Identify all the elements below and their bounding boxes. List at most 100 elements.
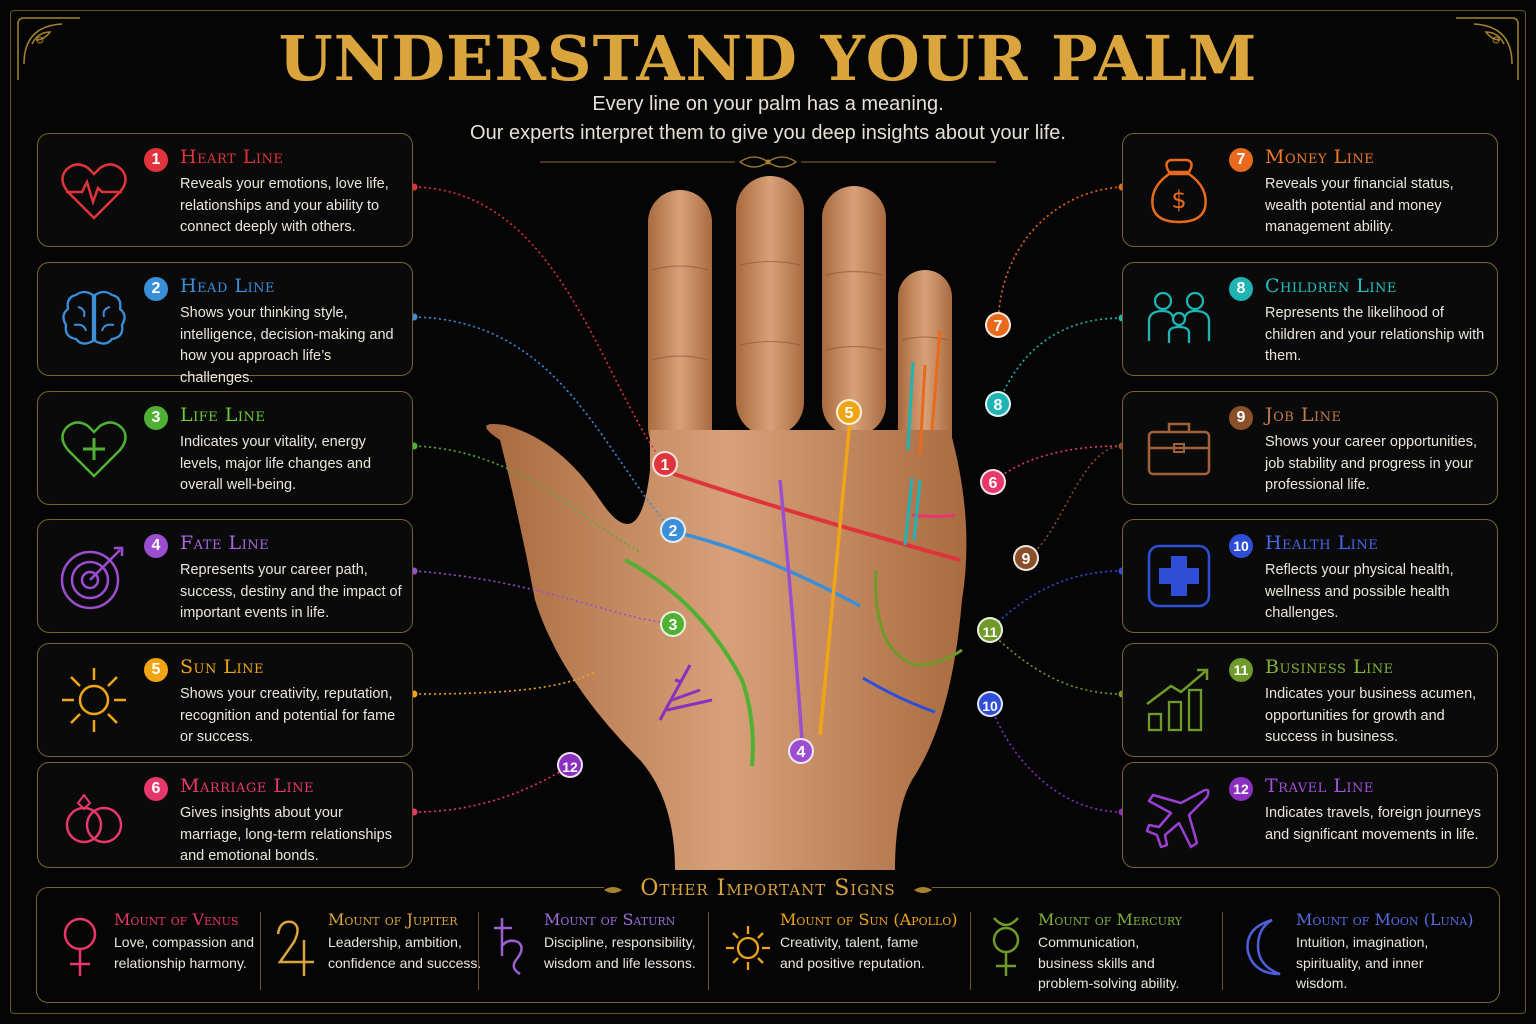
palm-marker-8: 8	[985, 391, 1011, 417]
card-fate-line: 4 Fate Line Represents your career path,…	[37, 519, 413, 633]
card-title: Job Line	[1265, 404, 1342, 426]
card-number-badge: 4	[144, 534, 168, 558]
mount-description: Leadership, ambition, confidence and suc…	[328, 934, 482, 971]
mount-description: Creativity, talent, fame and positive re…	[780, 934, 925, 971]
jupiter-symbol-icon	[276, 920, 314, 976]
mount-title: Mount of Jupiter	[328, 910, 458, 929]
card-title: Fate Line	[180, 532, 270, 554]
page-subtitle-line-1: Every line on your palm has a meaning.	[592, 93, 944, 115]
crescent-moon-icon	[1246, 918, 1281, 976]
venus-symbol-icon	[63, 917, 97, 976]
card-description: Reflects your physical health, wellness …	[1265, 562, 1454, 621]
sun-icon	[726, 926, 770, 970]
airplane-icon	[1145, 788, 1210, 849]
card-title: Heart Line	[180, 146, 284, 168]
card-title: Money Line	[1265, 146, 1375, 168]
card-description: Represents your career path, success, de…	[180, 562, 402, 621]
palm-marker-11: 11	[977, 617, 1003, 643]
saturn-symbol-icon	[494, 918, 523, 976]
card-job-line: 9 Job Line Shows your career opportuniti…	[1122, 391, 1498, 505]
mount-jupiter: Mount of Jupiter Leadership, ambition, c…	[272, 908, 482, 998]
palm-marker-10: 10	[977, 691, 1003, 717]
card-travel-line: 12 Travel Line Indicates travels, foreig…	[1122, 762, 1498, 868]
card-number-badge: 11	[1229, 658, 1253, 682]
card-heart-line: 1 Heart Line Reveals your emotions, love…	[37, 133, 413, 247]
card-title: Children Line	[1265, 275, 1397, 297]
mount-title: Mount of Venus	[114, 910, 239, 929]
mercury-symbol-icon	[992, 917, 1020, 976]
card-title: Marriage Line	[180, 775, 314, 797]
title-flourish-right-icon	[914, 887, 932, 893]
card-number-badge: 3	[144, 406, 168, 430]
card-title: Sun Line	[180, 656, 265, 678]
mount-title: Mount of Moon (Luna)	[1296, 910, 1474, 929]
palm-marker-9: 9	[1013, 545, 1039, 571]
mount-separator	[970, 912, 971, 990]
target-arrow-icon	[60, 546, 124, 610]
card-title: Head Line	[180, 275, 276, 297]
card-number-badge: 5	[144, 658, 168, 682]
page-subtitle-line-2: Our experts interpret them to give you d…	[470, 122, 1066, 144]
card-life-line: 3 Life Line Indicates your vitality, ene…	[37, 391, 413, 505]
card-title: Life Line	[180, 404, 266, 426]
growth-chart-icon	[1146, 668, 1209, 732]
heart-plus-icon	[61, 421, 127, 478]
mount-sun: Mount of Sun (Apollo) Creativity, talent…	[724, 908, 974, 998]
money-bag-icon: $	[1151, 158, 1207, 224]
palm-marker-12: 12	[557, 752, 583, 778]
palm-marker-2: 2	[660, 517, 686, 543]
palm-marker-4: 4	[788, 738, 814, 764]
card-description: Shows your thinking style, intelligence,…	[180, 305, 394, 386]
mount-description: Discipline, responsibility, wisdom and l…	[544, 934, 696, 971]
mount-venus: Mount of Venus Love, compassion and rela…	[58, 908, 258, 998]
card-number-badge: 8	[1229, 277, 1253, 301]
corner-ornament-top-left-icon	[17, 17, 80, 80]
palm-marker-7: 7	[985, 312, 1011, 338]
card-money-line: $ 7 Money Line Reveals your financial st…	[1122, 133, 1498, 247]
brain-icon	[62, 290, 126, 345]
card-description: Reveals your financial status, wealth po…	[1265, 176, 1454, 235]
card-description: Shows your creativity, reputation, recog…	[180, 686, 396, 745]
mount-separator	[708, 912, 709, 990]
card-number-badge: 2	[144, 277, 168, 301]
title-divider-ornament-icon	[540, 156, 996, 168]
mount-saturn: Mount of Saturn Discipline, responsibili…	[488, 908, 708, 998]
card-marriage-line: 6 Marriage Line Gives insights about you…	[37, 762, 413, 868]
card-number-badge: 10	[1229, 534, 1253, 558]
heart-pulse-icon	[61, 163, 127, 220]
card-business-line: 11 Business Line Indicates your business…	[1122, 643, 1498, 757]
other-signs-title: Other Important Signs	[640, 876, 896, 901]
sun-icon	[62, 668, 126, 732]
card-number-badge: 6	[144, 777, 168, 801]
card-description: Shows your career opportunities, job sta…	[1265, 434, 1477, 493]
page-title: UNDERSTAND YOUR PALM	[278, 22, 1258, 95]
card-description: Indicates travels, foreign journeys and …	[1265, 805, 1481, 843]
card-description: Reveals your emotions, love life, relati…	[180, 176, 389, 235]
mount-description: Communication, business skills and probl…	[1038, 934, 1180, 991]
card-title: Health Line	[1265, 532, 1379, 554]
card-description: Gives insights about your marriage, long…	[180, 805, 392, 864]
card-title: Business Line	[1265, 656, 1394, 678]
title-flourish-left-icon	[604, 887, 622, 893]
card-children-line: 8 Children Line Represents the likelihoo…	[1122, 262, 1498, 376]
family-icon	[1147, 291, 1211, 343]
palm-marker-5: 5	[836, 399, 862, 425]
svg-text:$: $	[1171, 186, 1186, 214]
card-number-badge: 9	[1229, 406, 1253, 430]
corner-ornament-top-right-icon	[1456, 17, 1519, 80]
card-number-badge: 12	[1229, 777, 1253, 801]
mount-description: Intuition, imagination, spirituality, an…	[1296, 934, 1429, 991]
mount-separator	[478, 912, 479, 990]
card-number-badge: 7	[1229, 148, 1253, 172]
palm-marker-6: 6	[980, 469, 1006, 495]
mount-title: Mount of Sun (Apollo)	[780, 910, 958, 929]
mount-mercury: Mount of Mercury Communication, business…	[982, 908, 1202, 998]
card-health-line: 10 Health Line Reflects your physical he…	[1122, 519, 1498, 633]
palm-marker-1: 1	[652, 451, 678, 477]
mount-description: Love, compassion and relationship harmon…	[114, 934, 255, 971]
card-sun-line: 5 Sun Line Shows your creativity, reputa…	[37, 643, 413, 757]
other-signs-title-backdrop	[604, 880, 932, 908]
card-title: Travel Line	[1265, 775, 1374, 797]
briefcase-icon	[1147, 422, 1211, 476]
